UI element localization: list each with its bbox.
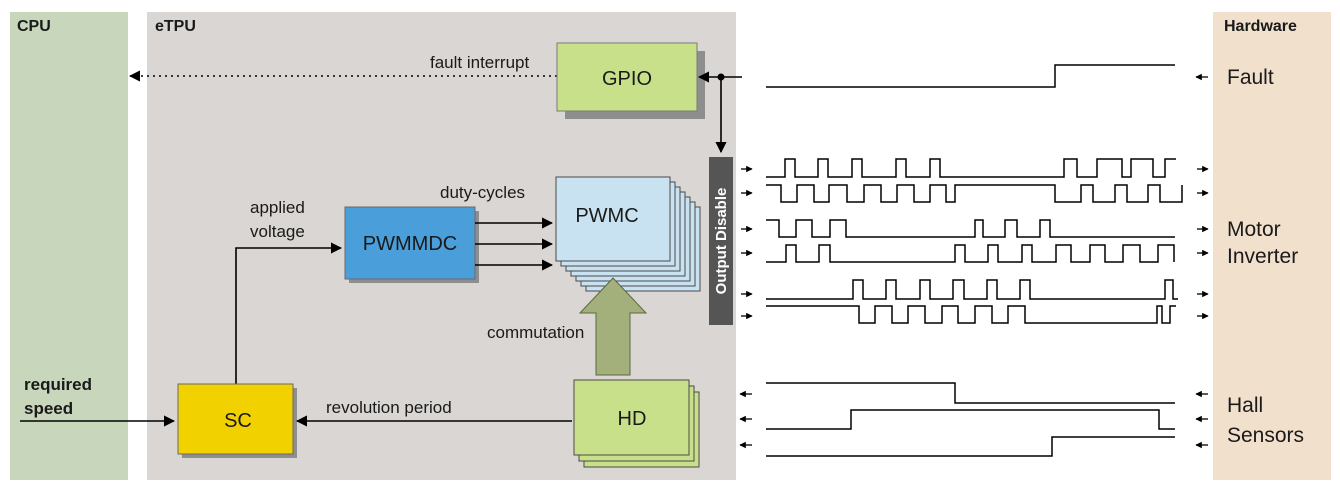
output-disable-label: Output Disable: [713, 188, 730, 295]
sensors-label: Sensors: [1227, 424, 1304, 447]
fault-interrupt-label: fault interrupt: [430, 53, 529, 72]
fault-waveform: [766, 64, 1175, 88]
cpu-title: CPU: [17, 18, 51, 35]
output-disable-bar: Output Disable: [709, 157, 733, 325]
hall-label: Hall: [1227, 394, 1263, 417]
hall-waveform-3: [766, 436, 1175, 457]
applied-voltage-wire: [235, 242, 343, 384]
waveform-direction-arrows: [739, 73, 1209, 449]
pwm-waveform-3: [766, 219, 1175, 238]
pwm-waveform-4: [766, 244, 1175, 263]
commutation-label: commutation: [487, 323, 584, 342]
hall-sensor-waveforms: [766, 382, 1175, 457]
revolution-period-label: revolution period: [326, 398, 452, 417]
pwmmdc-label: PWMMDC: [363, 233, 457, 255]
voltage-label: voltage: [250, 222, 305, 241]
pwmc-label: PWMC: [575, 205, 638, 227]
hall-waveform-2: [766, 409, 1175, 430]
applied-label: applied: [250, 198, 305, 217]
inverter-label: Inverter: [1227, 245, 1298, 268]
cpu-region: [10, 12, 128, 480]
pwm-waveform-6: [766, 305, 1176, 324]
pwm-waveform-2: [766, 184, 1183, 203]
duty-cycles-label: duty-cycles: [440, 183, 525, 202]
gpio-label: GPIO: [602, 68, 652, 90]
gpio-block: GPIO: [556, 42, 705, 119]
hd-block-stack: HD: [573, 379, 700, 468]
hall-waveform-1: [766, 382, 1175, 404]
etpu-title: eTPU: [155, 18, 196, 35]
fault-signal-label: Fault: [1227, 66, 1274, 89]
pwmmdc-block: PWMMDC: [344, 206, 479, 283]
required-label: required: [24, 375, 92, 394]
pwm-waveform-1: [766, 158, 1176, 178]
pwm-waveform-5: [766, 279, 1178, 300]
hardware-region: [1213, 12, 1331, 480]
commutation-arrow: [578, 277, 648, 376]
sc-label: SC: [224, 410, 252, 432]
hd-label: HD: [618, 408, 647, 430]
sc-block: SC: [177, 383, 297, 458]
speed-label: speed: [24, 399, 73, 418]
pwmc-block-stack: PWMC: [555, 176, 701, 292]
hardware-title: Hardware: [1224, 18, 1297, 35]
motor-inverter-waveforms: [766, 158, 1183, 324]
motor-label: Motor: [1227, 218, 1281, 241]
